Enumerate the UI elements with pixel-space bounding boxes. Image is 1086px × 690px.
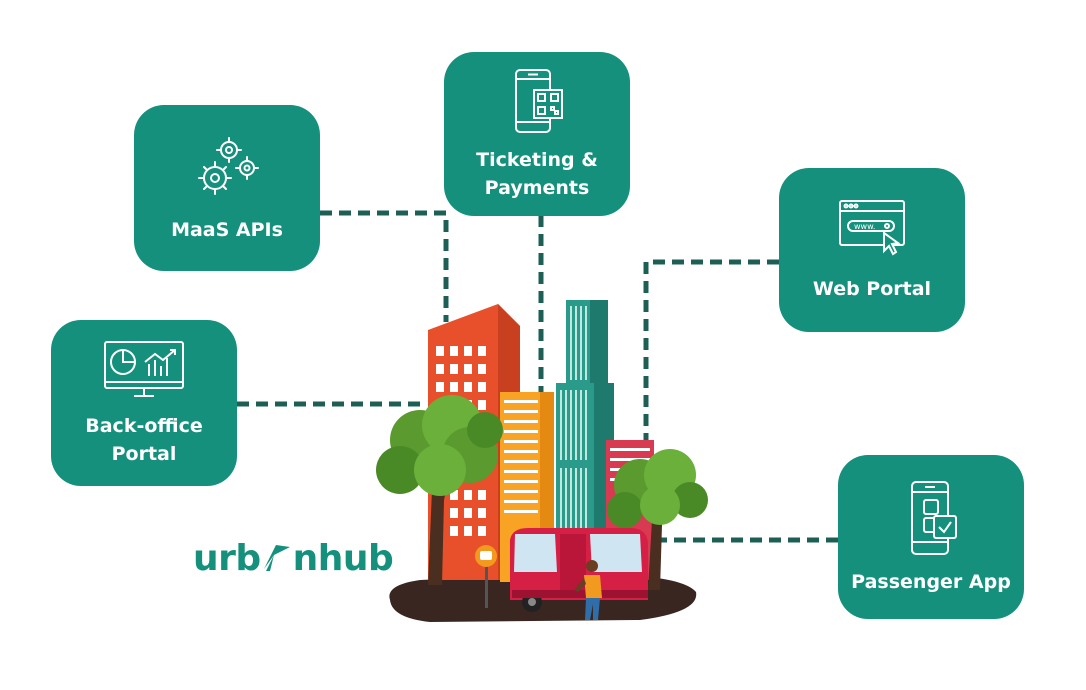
browser-cursor-icon: www.: [839, 200, 905, 256]
connector-web: [643, 259, 779, 445]
web-portal-label: Web Portal: [812, 278, 932, 300]
bus: [510, 528, 648, 612]
back-office-portal-card: Back-office Portal: [51, 320, 237, 486]
web-portal-card: www. Web Portal: [779, 168, 965, 332]
passenger-app-label: Passenger App: [851, 571, 1011, 593]
passenger-app-card: Passenger App: [838, 455, 1024, 619]
phone-app-icon: [911, 481, 957, 555]
person: [574, 560, 602, 620]
logo-text-part1: urb: [193, 538, 261, 579]
logo-arrow-icon: [263, 545, 290, 571]
phone-qr-icon: [515, 69, 563, 133]
tree-left: [376, 395, 503, 585]
building-teal: [556, 300, 614, 583]
connector-maas: [320, 210, 449, 322]
back-office-portal-label: Back-office Portal: [85, 415, 203, 465]
tree-right: [607, 449, 708, 590]
maas-apis-label: MaaS APIs: [171, 219, 283, 241]
ticketing-payments-label: Ticketing & Payments: [476, 149, 598, 199]
ticketing-payments-card: Ticketing & Payments: [444, 52, 630, 216]
gears-icon: [198, 137, 259, 195]
bus-stop-sign: [475, 545, 497, 608]
svg-text:www.: www.: [854, 222, 875, 231]
monitor-chart-icon: [104, 341, 184, 397]
maas-apis-card: MaaS APIs: [134, 105, 320, 271]
logo-text-part2: nhub: [292, 538, 394, 579]
